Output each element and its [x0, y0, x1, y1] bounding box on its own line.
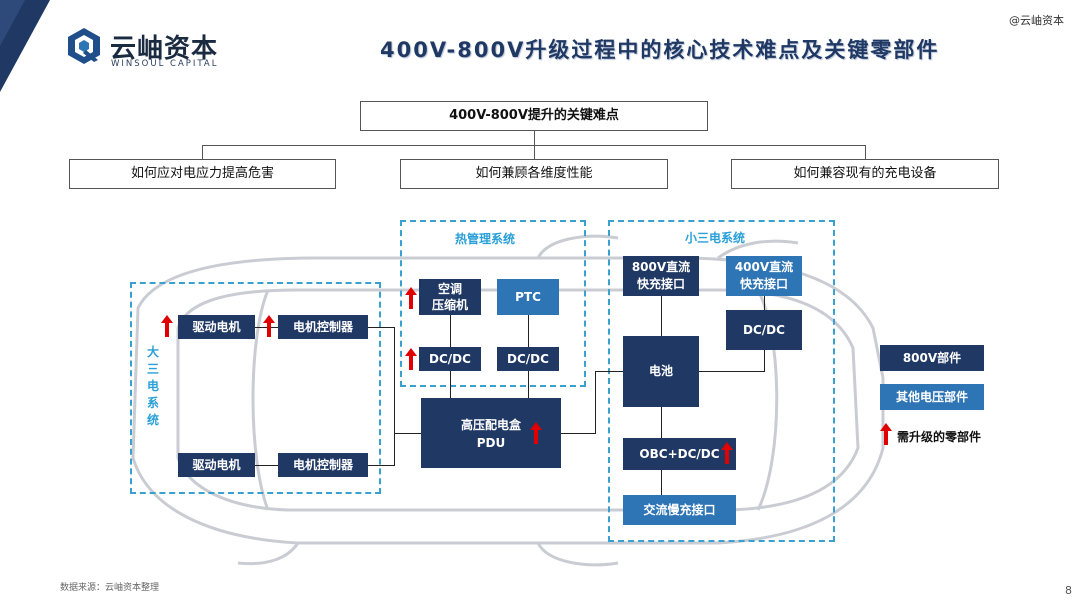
- wire: [394, 327, 395, 466]
- tree-connector: [534, 131, 535, 145]
- data-source-footer: 数据来源：云岫资本整理: [60, 583, 160, 593]
- drive-motor-top: 驱动电机: [178, 315, 255, 339]
- wire: [661, 407, 662, 438]
- fast-charge-800v-line1: 800V直流: [631, 260, 691, 274]
- brand-name-en: WINSOUL CAPITAL: [111, 59, 219, 69]
- upgrade-arrow-icon: [405, 287, 417, 309]
- ptc-heater: PTC: [497, 279, 559, 315]
- thermal-dcdc-right: DC/DC: [497, 347, 559, 371]
- wire: [368, 465, 394, 466]
- upgrade-arrow-icon: [263, 315, 275, 337]
- fast-charge-800v: 800V直流 快充接口: [623, 256, 699, 296]
- fast-charge-800v-line2: 快充接口: [636, 277, 685, 291]
- pdu-line2: PDU: [476, 436, 506, 450]
- wire: [764, 296, 765, 310]
- watermark: @云岫资本: [1009, 14, 1064, 27]
- wire: [661, 470, 662, 495]
- wire: [450, 371, 451, 398]
- big-three-system-group: [130, 282, 381, 494]
- thermal-system-label: 热管理系统: [455, 232, 516, 246]
- wire: [528, 371, 529, 398]
- tree-connector: [865, 145, 866, 159]
- car-outline-image: [131, 234, 885, 567]
- brand-name-cn: 云岫资本: [110, 34, 219, 64]
- tree-child-3: 如何兼容现有的充电设备: [731, 159, 999, 189]
- wire: [595, 371, 623, 372]
- wire: [255, 327, 278, 328]
- small-three-system-label: 小三电系统: [685, 231, 746, 245]
- battery: 电池: [623, 336, 699, 407]
- wire: [699, 371, 764, 372]
- wire: [255, 465, 278, 466]
- wire: [764, 350, 765, 372]
- legend-upgrade-arrow-icon: [880, 423, 892, 445]
- wire: [595, 371, 596, 434]
- wire: [394, 433, 421, 434]
- obc-dcdc: OBC+DC/DC: [623, 438, 736, 470]
- upgrade-arrow-icon: [530, 422, 542, 444]
- wire: [528, 315, 529, 347]
- motor-controller-bottom: 电机控制器: [278, 453, 368, 477]
- small-three-system-group: [608, 220, 835, 542]
- upgrade-arrow-icon: [721, 442, 733, 464]
- upgrade-arrow-icon: [161, 315, 173, 337]
- page-title: 400V-800V升级过程中的核心技术难点及关键零部件: [380, 38, 940, 62]
- corner-decoration-inner: [0, 0, 25, 46]
- legend-800v-swatch: 800V部件: [880, 345, 984, 371]
- page-number: 8: [1065, 584, 1072, 597]
- tree-connector: [534, 145, 535, 159]
- big-three-system-label: 大三电系统: [146, 345, 159, 427]
- wire: [561, 433, 595, 434]
- legend-upgrade-label: 需升级的零部件: [897, 430, 982, 444]
- fast-charge-400v-line1: 400V直流: [734, 260, 794, 274]
- wire: [661, 296, 662, 336]
- ac-compressor: 空调 压缩机: [419, 279, 481, 315]
- motor-controller-top: 电机控制器: [278, 315, 368, 339]
- thermal-system-group: [400, 220, 586, 387]
- thermal-dcdc-left: DC/DC: [419, 347, 481, 371]
- upgrade-arrow-icon: [405, 348, 417, 370]
- legend-other-swatch: 其他电压部件: [880, 384, 984, 410]
- ac-compressor-line2: 压缩机: [431, 298, 468, 312]
- tree-child-2: 如何兼顾各维度性能: [400, 159, 668, 189]
- pdu-line1: 高压配电盒: [460, 418, 521, 432]
- drive-motor-bottom: 驱动电机: [178, 453, 255, 477]
- wire: [368, 327, 394, 328]
- ac-compressor-line1: 空调: [437, 282, 462, 296]
- winsoul-logo-icon: [68, 28, 100, 64]
- fast-charge-400v-line2: 快充接口: [739, 277, 788, 291]
- fast-charge-400v: 400V直流 快充接口: [726, 256, 802, 296]
- tree-root: 400V-800V提升的关键难点: [360, 101, 708, 131]
- wire: [450, 315, 451, 347]
- tree-child-1: 如何应对电应力提高危害: [69, 159, 336, 189]
- ac-slow-charge: 交流慢充接口: [623, 495, 736, 525]
- tree-connector: [202, 145, 203, 159]
- small-dcdc: DC/DC: [726, 310, 802, 350]
